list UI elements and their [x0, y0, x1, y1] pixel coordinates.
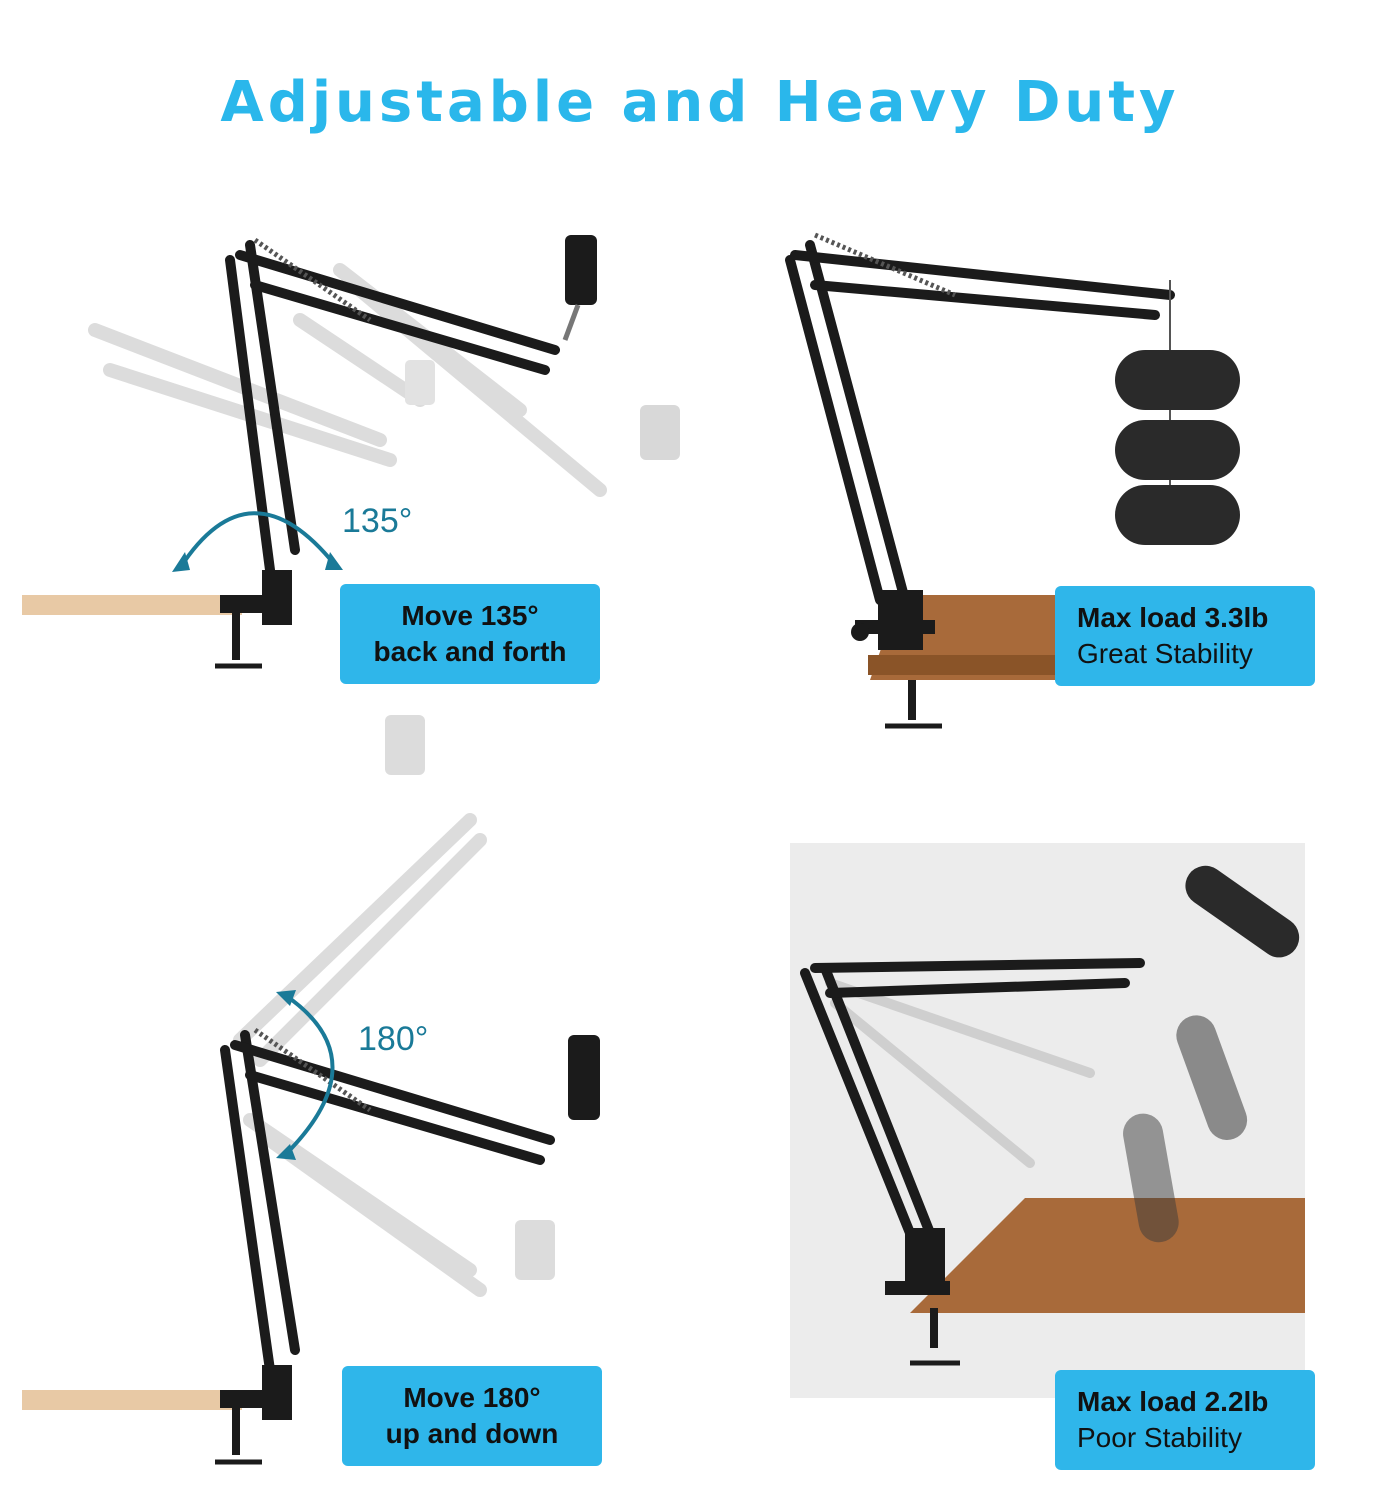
- desk-top: [910, 1198, 1305, 1313]
- mic-clip-icon: [565, 235, 597, 305]
- ghost-arms: [88, 263, 607, 497]
- rotate-illustration: [0, 200, 720, 700]
- boom-arm: [785, 240, 1175, 605]
- desk-top: [22, 1390, 242, 1410]
- rotation-arc: [283, 993, 335, 1157]
- boom-arm: [800, 958, 1145, 1238]
- microphone-icon: [1115, 485, 1240, 545]
- angle-label-180: 180°: [358, 1020, 429, 1058]
- load-great-caption: Max load 3.3lb Great Stability: [1055, 586, 1315, 686]
- load-poor-caption: Max load 2.2lb Poor Stability: [1055, 1370, 1315, 1470]
- microphones: [1115, 350, 1240, 545]
- microphone-icon: [1185, 865, 1300, 958]
- load-great-illustration: [730, 200, 1350, 745]
- microphone-icon: [1115, 420, 1240, 480]
- microphone-icon: [1115, 350, 1240, 410]
- angle-label-135: 135°: [342, 502, 413, 540]
- tilt-caption: Move 180° up and down: [342, 1366, 602, 1466]
- desk-top: [22, 595, 242, 615]
- rotate-caption: Move 135° back and forth: [340, 584, 600, 684]
- boom-arm: [225, 240, 560, 575]
- ghost-arms: [825, 978, 1095, 1168]
- ghost-mic-clip-icon: [640, 405, 680, 460]
- ghost-mic-clip-icon: [385, 715, 425, 775]
- rotation-arc: [178, 511, 337, 570]
- mic-clip-icon: [568, 1035, 600, 1120]
- page-title: Adjustable and Heavy Duty: [220, 70, 1180, 135]
- boom-arm: [220, 1030, 555, 1375]
- ghost-arms: [233, 813, 487, 1297]
- tilt-illustration: [0, 700, 720, 1480]
- load-poor-illustration: [790, 843, 1305, 1398]
